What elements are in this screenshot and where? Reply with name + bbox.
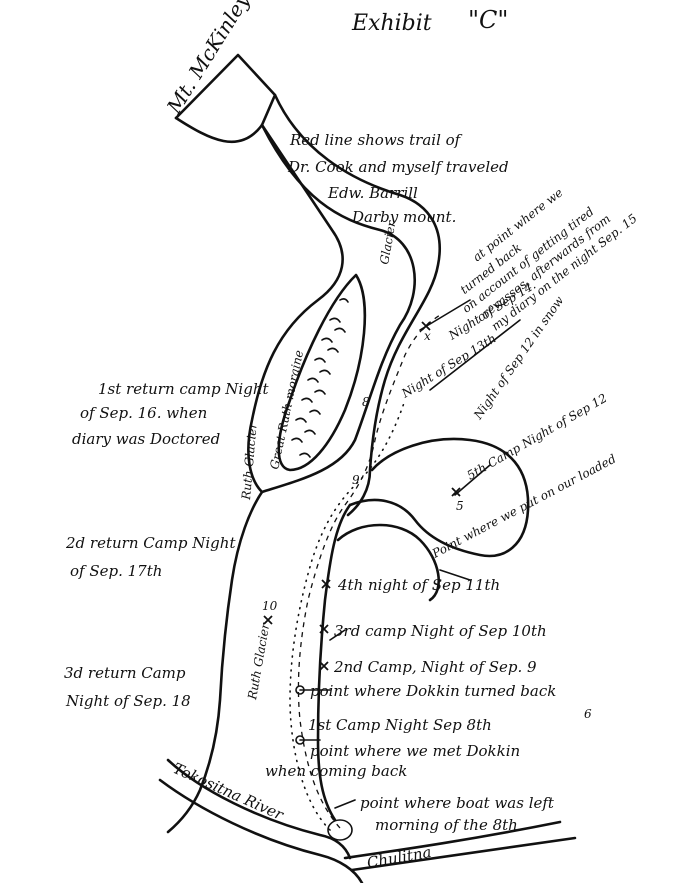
note-met: point where we met Dokkin [310,742,520,760]
moraine-island [277,273,367,472]
marker-10: 10 [262,599,278,613]
camp-markers [263,321,461,745]
note-return2-b: of Sep. 17th [70,562,162,580]
marker-x: x [424,329,431,343]
note-return1-a: 1st return camp Night [98,380,269,398]
note-return3-a: 3d return Camp [64,664,186,682]
glacier-inner-bank [260,123,416,494]
ruth-glacier-left-label: Ruth Glacier [239,421,260,501]
glacier-right-bank [273,93,441,517]
note-turned-back: point where Dokkin turned back [310,682,556,700]
legend-line-1: Red line shows trail of [289,131,463,149]
plateau-inner-curve [336,523,440,602]
note-return1-c: diary was Doctored [72,430,220,448]
moraine-label: Great Ruth moraine [267,349,306,471]
legend-line-2: Dr. Cook and myself traveled [287,158,509,176]
note-when-coming: when coming back [265,762,407,780]
note-camp2: 2nd Camp, Night of Sep. 9 [333,658,537,676]
marker-8: 8 [362,395,370,409]
note-return1-b: of Sep. 16. when [80,404,207,422]
marker-9: 9 [352,473,360,487]
plateau-loop [348,437,530,558]
note-return2-a: 2d return Camp Night [65,534,236,552]
note-camp1: 1st Camp Night Sep 8th [308,716,492,734]
glacier-lower-right-bank [316,503,352,822]
note-camp3: 3rd camp Night of Sep 10th [334,622,547,640]
note-sep13: Night of Sep 13th [398,331,498,401]
moraine-hatching [291,298,349,458]
legend-line-3: Edw. Barrill [327,184,418,202]
note-boat-2: morning of the 8th [375,816,518,834]
chulitna-river [343,820,577,872]
note-boat: point where boat was left [360,794,555,812]
exhibit-letter: "C" [468,6,508,34]
annotation-leaders [299,299,521,809]
darby-mount-label: Darby mount. [351,208,456,226]
boat-landing-mark [327,819,353,841]
marker-5: 5 [456,499,464,513]
trail-route [297,314,441,829]
glacier-upper-nose [174,116,264,144]
glacier-left-bank [166,53,344,834]
ruth-glacier-lower-label: Ruth Glacier [245,621,273,702]
exhibit-label: Exhibit [351,11,432,36]
chulitna-label: Chulitna [366,843,433,872]
marker-6: 6 [584,707,592,721]
tokositna-river [166,758,352,860]
upper-right-notes: at point where we turned back on account… [458,185,640,333]
note-camp4: 4th night of Sep 11th [337,576,500,594]
note-return3-b: Night of Sep. 18 [65,692,191,710]
river-lower-bank [158,778,364,883]
